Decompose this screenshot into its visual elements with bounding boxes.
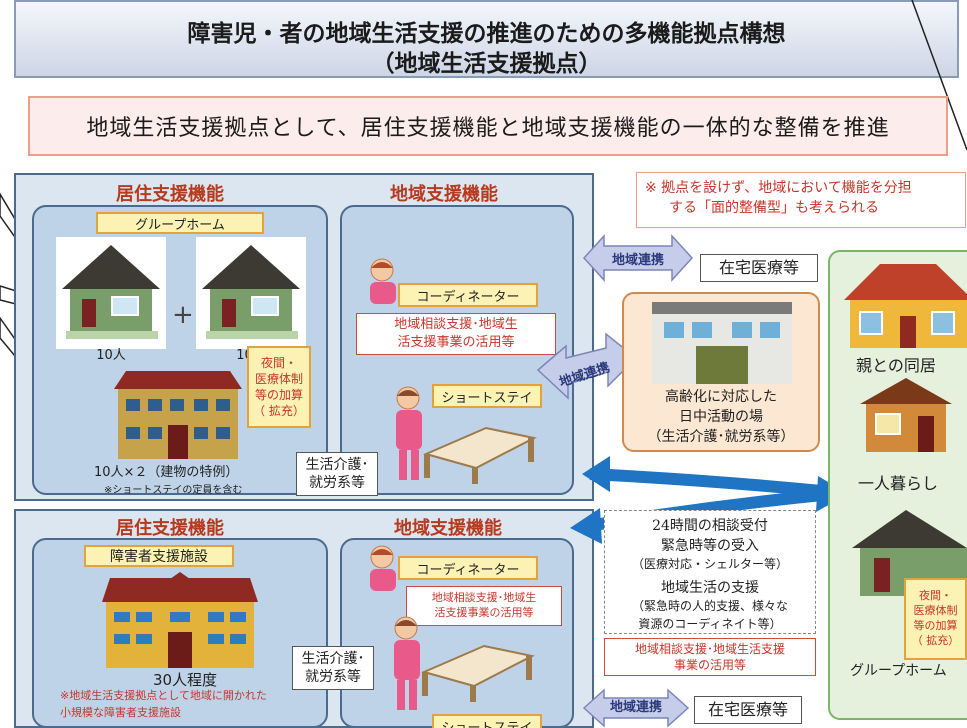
house-left (56, 237, 166, 349)
coordinator-label-bottom: コーディネーター (398, 556, 538, 580)
top-link-arrow (582, 234, 694, 282)
center-line4: 地域生活の支援 (661, 580, 759, 596)
coordinator-label: コーディネーター (398, 283, 538, 307)
parents-house (840, 260, 967, 350)
short-stay-label-bottom: ショートステイ (432, 714, 542, 728)
bottom-community-heading: 地域支援機能 (394, 518, 502, 539)
bottom-residential-heading: 居住支援機能 (116, 518, 224, 539)
group-home-label: グループホーム (96, 212, 264, 234)
day-activity-line1: 高齢化に対応した (665, 389, 777, 405)
center-line2: 緊急時等の受入 (661, 538, 759, 554)
bottom-link-arrow (582, 688, 690, 728)
support-facility-building (100, 572, 260, 670)
facility-note: ※地域生活支援拠点として地域に開かれた 小規模な障害者支援施設 (60, 689, 267, 719)
coordinator-person-bottom (364, 545, 404, 591)
plus-sign: + (172, 300, 194, 330)
right-group-home-label: グループホーム (850, 663, 947, 679)
center-line5: （緊急時の人的支援、様々な (631, 599, 788, 613)
area-note-line1: ※ 拠点を設けず、地域において機能を分担 (645, 180, 912, 196)
day-activity-line3: （生活介護･就労系等） (647, 429, 795, 445)
consult-support-label: 地域相談支援･地域生 活支援事業の活用等 (356, 313, 556, 355)
consult-support-label-bottom: 地域相談支援･地域生 活支援事業の活用等 (406, 586, 562, 626)
apartment-building (110, 365, 246, 461)
building-caption: 10人×２（建物の特例） (94, 465, 239, 480)
life-care-label-bottom: 生活介護･ 就労系等 (292, 646, 374, 690)
single-house (858, 376, 954, 456)
facility-icon (102, 572, 258, 668)
coordinator-icon (370, 258, 396, 304)
center-functions-box: 24時間の相談受付 緊急時等の受入 （医療対応・シェルター等） 地域生活の支援 … (604, 510, 816, 634)
top-residential-heading: 居住支援機能 (116, 184, 224, 205)
center-line1: 24時間の相談受付 (652, 518, 768, 534)
day-center-icon (652, 302, 792, 384)
area-note-line2: する「面的整備型」も考えられる (669, 199, 879, 216)
bed-icon (421, 644, 535, 702)
subtitle-banner: 地域生活支援拠点として、居住支援機能と地域支援機能の一体的な整備を推進 (28, 96, 948, 156)
with-parents-label: 親との同居 (856, 356, 936, 375)
house-left-caption: 10人 (96, 348, 126, 363)
day-activity-line2: 日中活動の場 (679, 409, 763, 425)
building-note: ※ショートステイの定員を含む (104, 485, 243, 496)
house-icon (62, 245, 160, 339)
bottom-home-medical: 在宅医療等 (694, 696, 802, 724)
top-home-medical: 在宅医療等 (700, 254, 818, 282)
top-community-heading: 地域支援機能 (390, 184, 498, 205)
care-bed-bottom (414, 632, 535, 702)
bottom-link-label: 地域連携 (610, 700, 663, 715)
title-line-1: 障害児・者の地域生活支援の推進のための多機能拠点構想 (187, 21, 786, 47)
facility-capacity-caption: 30人程度 (152, 671, 218, 689)
bed-icon (423, 426, 537, 484)
care-bed (416, 414, 537, 484)
center-line3: （医療対応・シェルター等） (631, 557, 788, 571)
right-night-medical-addition: 夜間・ 医療体制 等の加算 （ 拡充） (904, 578, 967, 660)
caregiver-icon (396, 386, 422, 480)
living-alone-label: 一人暮らし (858, 474, 939, 493)
short-stay-label: ショートステイ (432, 384, 542, 408)
night-medical-addition: 夜間・ 医療体制 等の加算 （ 拡充） (247, 346, 311, 428)
center-line6: 資源のコーディネイト等） (638, 617, 782, 631)
building-icon (114, 371, 242, 459)
coordinator-icon (370, 545, 396, 591)
center-consult-label: 地域相談支援･地域生活支援 事業の活用等 (604, 638, 816, 676)
top-link-label: 地域連携 (612, 253, 665, 268)
title-banner: 障害児・者の地域生活支援の推進のための多機能拠点構想 （地域生活支援拠点） (14, 0, 959, 78)
house-icon (860, 378, 952, 452)
life-care-label: 生活介護･ 就労系等 (296, 452, 378, 496)
title-line-2: （地域生活支援拠点） (371, 51, 602, 77)
area-type-note: ※ 拠点を設けず、地域において機能を分担 する「面的整備型」も考えられる (636, 172, 966, 228)
house-right (196, 237, 306, 349)
coordinator-person (364, 258, 404, 304)
house-icon (202, 245, 300, 339)
caregiver-person-bottom (388, 614, 428, 714)
caregiver-person (390, 384, 430, 484)
day-activity-box: 高齢化に対応した 日中活動の場 （生活介護･就労系等） (622, 292, 820, 452)
caregiver-icon (394, 616, 420, 710)
support-facility-label: 障害者支援施設 (84, 545, 234, 567)
house-icon (844, 264, 967, 348)
